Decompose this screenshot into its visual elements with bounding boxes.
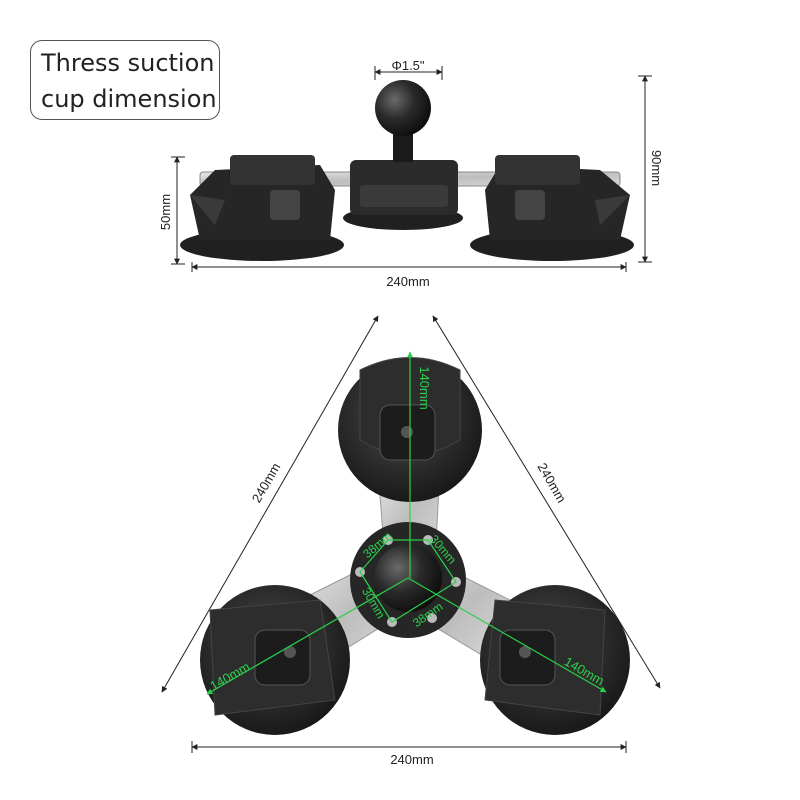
side-view-dimensions [171, 66, 652, 272]
right-height-label: 90mm [649, 150, 664, 186]
left-side-label: 240mm [249, 460, 284, 505]
top-view-outer-dimensions [161, 315, 661, 753]
side-width-label: 240mm [386, 274, 429, 289]
title-box: Thress suction cup dimension [30, 40, 220, 120]
right-side-label: 240mm [535, 460, 570, 505]
side-view-product [180, 80, 634, 261]
bottom-side-label: 240mm [390, 752, 433, 767]
ball-diameter-label: Φ1.5" [391, 58, 424, 73]
left-height-label: 50mm [158, 194, 173, 230]
top-view-green-dimensions [206, 351, 607, 695]
title-line-2: cup dimension [41, 85, 217, 113]
arm-top-label: 140mm [417, 366, 432, 409]
title-line-1: Thress suction [41, 49, 215, 77]
top-view-product [200, 357, 630, 735]
